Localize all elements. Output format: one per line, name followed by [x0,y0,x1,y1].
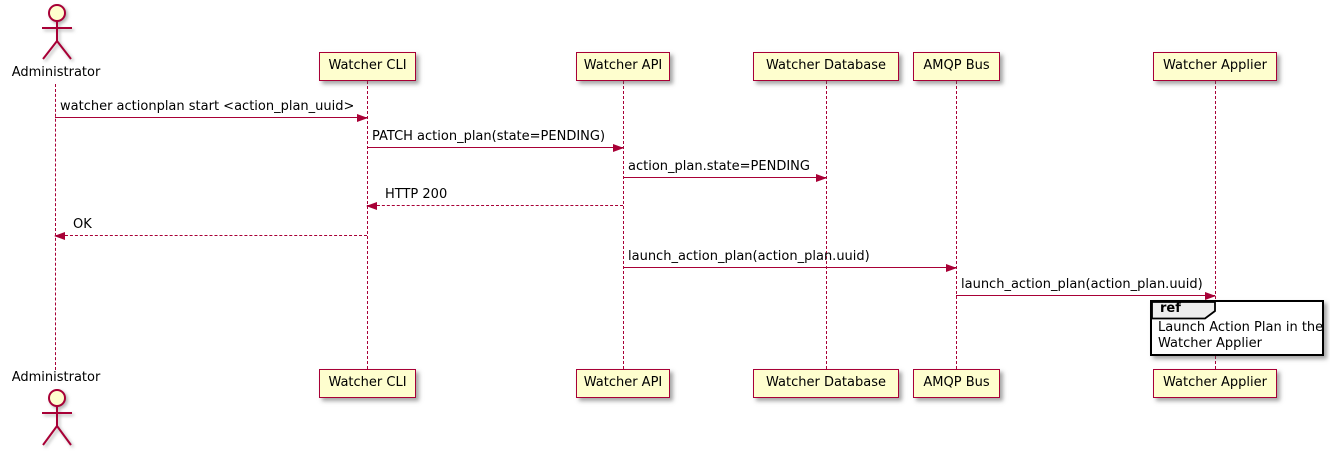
lifeline-watcher-database [826,81,827,369]
message-label: action_plan.state=PENDING [628,159,810,174]
ref-text-line: Launch Action Plan in the [1158,320,1324,335]
message-arrow [623,174,827,182]
message-arrow [54,232,367,240]
message-label: launch_action_plan(action_plan.uuid) [628,249,870,264]
actor-icon [34,3,80,67]
participant-watcher-database-top: Watcher Database [753,52,899,81]
participant-watcher-applier-top: Watcher Applier [1153,52,1277,81]
message-arrow [623,264,957,272]
ref-keyword: ref [1160,301,1181,316]
lifeline-watcher-api [623,81,624,369]
message-http-200: HTTP 200 [366,187,623,210]
participant-watcher-cli-top: Watcher CLI [319,52,416,81]
message-ok: OK [54,217,367,240]
message-arrow [55,114,368,122]
message-state-pending: action_plan.state=PENDING [623,159,827,182]
message-launch-action-plan-applier: launch_action_plan(action_plan.uuid) [956,277,1216,300]
arrowhead-left-icon [366,202,377,210]
participant-watcher-database-bottom: Watcher Database [753,369,899,398]
lifeline-amqp-bus [956,81,957,369]
arrowhead-right-icon [816,174,827,182]
participant-amqp-bus-bottom: AMQP Bus [913,369,1000,398]
lifeline-administrator [55,84,56,370]
actor-icon [34,387,80,453]
ref-fragment: ref Launch Action Plan in the Watcher Ap… [1150,300,1324,356]
message-label: HTTP 200 [385,187,448,202]
arrowhead-right-icon [613,144,624,152]
participant-watcher-api-bottom: Watcher API [576,369,670,398]
message-arrow [367,144,624,152]
message-label: PATCH action_plan(state=PENDING) [372,129,606,144]
actor-label-top: Administrator [11,65,101,80]
participant-watcher-cli-bottom: Watcher CLI [319,369,416,398]
actor-label-bottom: Administrator [11,370,101,385]
ref-text: Launch Action Plan in the Watcher Applie… [1158,320,1323,352]
participant-watcher-api-top: Watcher API [576,52,670,81]
message-label: OK [73,217,92,232]
lifeline-watcher-cli [367,81,368,369]
ref-text-line: Watcher Applier [1158,336,1262,351]
arrowhead-right-icon [946,264,957,272]
arrowhead-right-icon [1205,292,1216,300]
message-launch-action-plan-bus: launch_action_plan(action_plan.uuid) [623,249,957,272]
arrowhead-right-icon [357,114,368,122]
arrowhead-left-icon [54,232,65,240]
participant-watcher-applier-bottom: Watcher Applier [1153,369,1277,398]
message-label: watcher actionplan start <action_plan_uu… [60,99,355,114]
message-actionplan-start: watcher actionplan start <action_plan_uu… [55,99,368,122]
participant-amqp-bus-top: AMQP Bus [913,52,1000,81]
lifeline-watcher-applier [1215,81,1216,369]
message-arrow [956,292,1216,300]
message-arrow [366,202,623,210]
message-patch-action-plan: PATCH action_plan(state=PENDING) [367,129,624,152]
message-label: launch_action_plan(action_plan.uuid) [961,277,1203,292]
ref-header: ref [1151,301,1217,324]
